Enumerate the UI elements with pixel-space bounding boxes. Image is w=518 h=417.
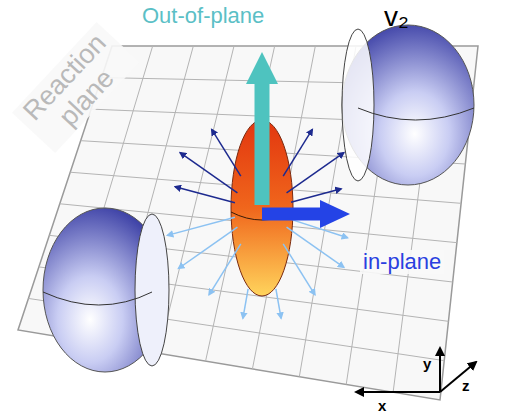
out-of-plane-arrow (255, 82, 270, 205)
harmonic-label: v₂ (384, 2, 409, 33)
particle-arrow (287, 153, 344, 193)
particle-arrow (167, 217, 235, 235)
y-axis (439, 348, 441, 392)
particle-arrow (180, 153, 237, 193)
grid-line (159, 46, 234, 353)
particle-arrow (212, 129, 241, 176)
out-of-plane-label: Out-of-plane (142, 4, 264, 28)
x-axis (356, 391, 440, 393)
nucleus-cut-face (342, 29, 374, 181)
nucleus-right (342, 25, 474, 185)
particle-arrow (283, 244, 315, 295)
z-axis (440, 362, 476, 392)
in-plane-arrow (262, 208, 322, 221)
out-of-plane-arrowhead (246, 52, 278, 84)
particle-arrow (209, 244, 241, 295)
flow-arrows (246, 52, 350, 228)
nucleus-equator (43, 292, 152, 305)
in-plane-label: in-plane (360, 250, 444, 274)
axis-label: y (423, 356, 431, 373)
nucleus-equator (358, 108, 474, 120)
particle-arrow (276, 289, 281, 319)
particle-arrow (283, 129, 312, 176)
axis-label: z (462, 378, 470, 395)
in-plane-arrowhead (320, 200, 350, 228)
particle-arrow (291, 189, 341, 202)
axis-label: x (378, 398, 386, 415)
coordinate-axes (356, 348, 476, 392)
particle-arrow (175, 187, 235, 203)
particle-arrow (243, 289, 248, 319)
nucleus-cut-face (135, 214, 169, 366)
